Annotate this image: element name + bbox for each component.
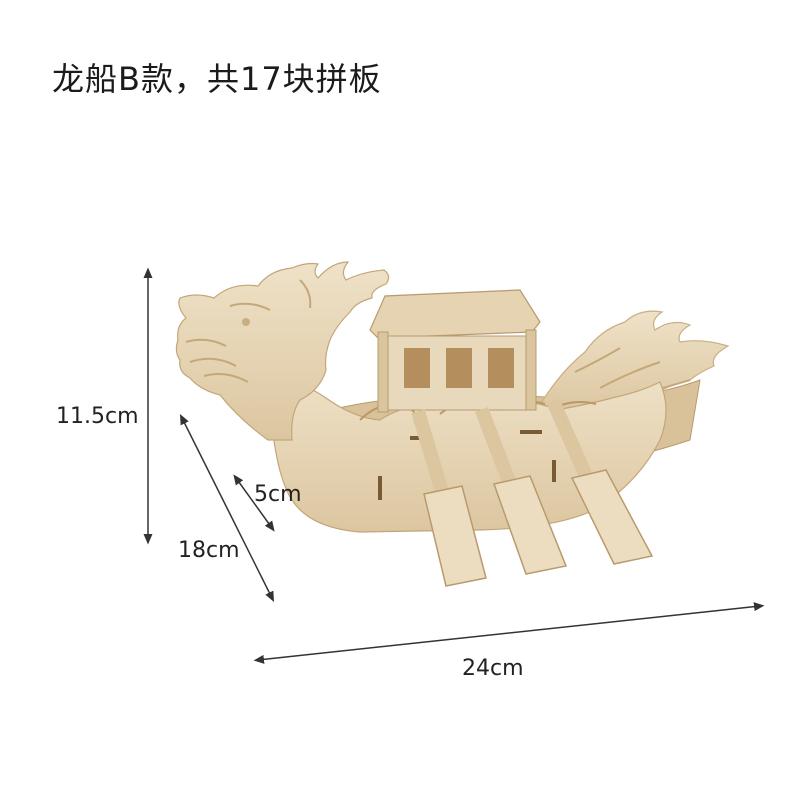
depth-dimension-label: 18cm	[178, 538, 240, 563]
oar	[411, 409, 487, 587]
depth-dimension-line	[179, 413, 275, 603]
product-title: 龙船B款，共17块拼板	[52, 60, 382, 98]
oar	[546, 398, 654, 565]
length-dimension-line	[253, 602, 765, 664]
dragon-head	[175, 261, 390, 441]
small-depth-dimension-label: 5cm	[254, 482, 302, 507]
pavilion-cabin	[369, 289, 541, 413]
hull-slot	[552, 460, 556, 482]
oar	[474, 406, 568, 575]
length-dimension-label: 24cm	[462, 656, 524, 681]
hull-main-panel	[267, 371, 667, 533]
hull-slot	[520, 430, 542, 434]
small-depth-dimension-line	[233, 474, 275, 532]
dragon-eye	[242, 318, 250, 326]
dragon-head-detail	[185, 279, 312, 383]
hull-slot	[378, 476, 382, 500]
height-dimension-label: 11.5cm	[56, 404, 139, 429]
